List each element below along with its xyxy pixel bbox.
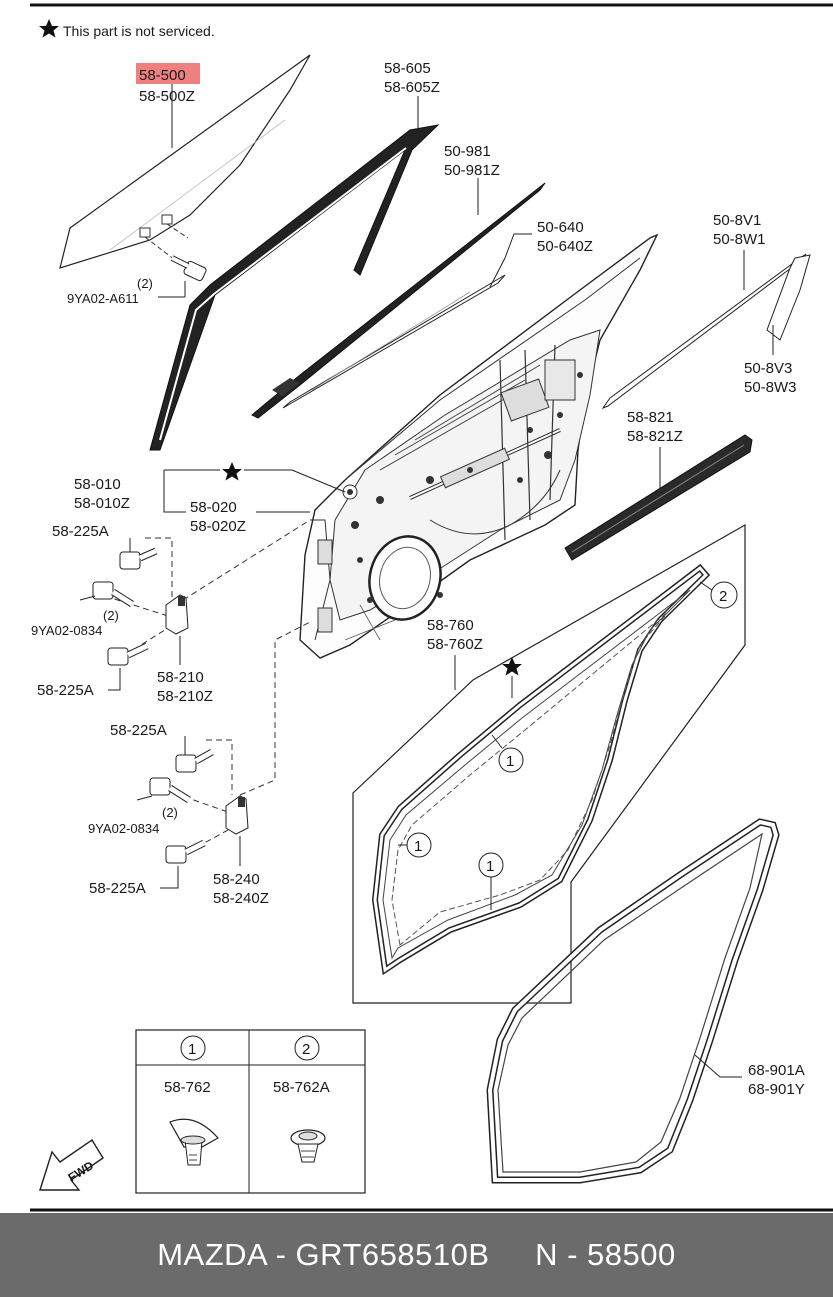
part-label-door-inner-alt[interactable]: 58-020Z (190, 518, 246, 535)
hinge-bolt[interactable] (107, 642, 149, 666)
outer-belt-weatherstrip[interactable] (251, 182, 546, 419)
part-label-molding[interactable]: 50-640 (537, 219, 584, 236)
qty-label: (2) (137, 276, 153, 291)
door-shell[interactable] (299, 233, 659, 659)
callout-circle (478, 852, 504, 878)
part-label-upper-bolt-top[interactable]: 58-225A (52, 523, 109, 540)
hinge-bolt[interactable] (175, 748, 214, 773)
part-label-garnish-upper[interactable]: 50-8V1 (713, 212, 761, 229)
part-label-garnish-lower-alt[interactable]: 50-8W3 (744, 379, 797, 396)
star-icon (222, 462, 242, 481)
footer-part-number: MAZDA - GRT658510B N - 58500 (157, 1237, 676, 1272)
hinge-dash (239, 621, 311, 796)
leader-dash (144, 236, 176, 261)
part-label-garnish-lower[interactable]: 50-8V3 (744, 360, 792, 377)
hinge-dash (206, 739, 233, 795)
glass-bracket (161, 214, 173, 225)
callout-number: 1 (506, 753, 514, 770)
part-label-upper-bolt-mid[interactable]: 9YA02-0834 (31, 623, 102, 638)
hinge-dash (182, 519, 311, 601)
clip-legend-table (135, 1029, 366, 1194)
part-label-molding-alt[interactable]: 50-640Z (537, 238, 593, 255)
part-label-outer-weather[interactable]: 50-981 (444, 143, 491, 160)
legend-part-clip[interactable]: 58-762 (164, 1079, 211, 1096)
forward-arrow-icon (39, 1139, 104, 1191)
part-label-lower-hinge-alt[interactable]: 58-240Z (213, 890, 269, 907)
part-label-lower-hinge[interactable]: 58-240 (213, 871, 260, 888)
callout-number: 1 (486, 858, 494, 875)
hinge-bolt[interactable] (92, 581, 134, 607)
hinge-dash (145, 537, 173, 598)
part-label-door-outer[interactable]: 58-010 (74, 476, 121, 493)
clip-icon (169, 1118, 219, 1166)
clip-icon (290, 1129, 326, 1163)
legend-part-clip-a[interactable]: 58-762A (273, 1079, 330, 1096)
legend-key: 1 (188, 1041, 196, 1058)
callout-number: 1 (414, 838, 422, 855)
part-label-door-outer-alt[interactable]: 58-010Z (74, 495, 130, 512)
hinge-bolt[interactable] (149, 777, 191, 803)
leader-line (489, 233, 532, 288)
qty-label: (2) (162, 805, 178, 820)
part-label-weatherstrip-alt[interactable]: 58-760Z (427, 636, 483, 653)
callout-circle (406, 832, 432, 858)
not-serviced-note: This part is not serviced. (63, 23, 215, 39)
hinge-dash (187, 829, 229, 853)
part-label-channel-alt[interactable]: 58-605Z (384, 79, 440, 96)
glass-bracket (139, 227, 151, 238)
callout-circle (710, 581, 738, 609)
hinge-bolt[interactable] (119, 547, 158, 570)
part-label-weatherstrip[interactable]: 58-760 (427, 617, 474, 634)
highlight-box (136, 63, 200, 84)
door-weatherstrip[interactable] (371, 563, 711, 976)
hinge-dash (104, 595, 169, 617)
upper-garnish[interactable] (601, 253, 807, 410)
leader-line (291, 469, 346, 493)
hinge-dash (124, 627, 169, 656)
part-label-channel[interactable]: 58-605 (384, 60, 431, 77)
footer-bar: MAZDA - GRT658510B N - 58500 (0, 1213, 833, 1297)
legend-key-circle (180, 1035, 206, 1061)
qty-label: (2) (103, 608, 119, 623)
part-label-upper-hinge[interactable]: 58-210 (157, 669, 204, 686)
part-label-glass-alt[interactable]: 58-500Z (139, 88, 195, 105)
legend-key-circle (294, 1035, 320, 1061)
part-label-garnish-upper-alt[interactable]: 50-8W1 (713, 231, 766, 248)
leader-line (694, 1054, 742, 1078)
legend-key: 2 (302, 1041, 310, 1058)
callout-circle (498, 747, 524, 773)
leader-dash (166, 223, 189, 239)
door-opening-seal[interactable] (486, 818, 780, 1184)
leader-line (163, 470, 186, 513)
part-label-lower-bolt-top[interactable]: 58-225A (110, 722, 167, 739)
part-label-lower-bolt-bot[interactable]: 58-225A (89, 880, 146, 897)
glass-reflection (109, 119, 286, 251)
part-label-lower-molding-alt[interactable]: 58-821Z (627, 428, 683, 445)
part-label-upper-hinge-alt[interactable]: 58-210Z (157, 688, 213, 705)
part-label-outer-weather-alt[interactable]: 50-981Z (444, 162, 500, 179)
callout-number: 2 (719, 588, 727, 605)
belt-molding[interactable] (282, 274, 506, 409)
glass-bolt[interactable] (170, 255, 207, 282)
part-label-lower-bolt-mid[interactable]: 9YA02-0834 (88, 821, 159, 836)
weatherstrip-frame (352, 523, 746, 1004)
door-glass[interactable] (59, 54, 311, 269)
part-label-opening-seal[interactable]: 68-901A (748, 1062, 805, 1079)
part-label-glass-bolt[interactable]: 9YA02-A611 (67, 291, 139, 306)
star-icon (39, 19, 59, 38)
part-label-door-inner[interactable]: 58-020 (190, 499, 237, 516)
door-parts-diagram: This part is not serviced. 58-500 58-500… (30, 3, 833, 1212)
lower-door-molding[interactable] (564, 434, 753, 561)
part-label-glass[interactable]: 58-500 (139, 67, 186, 84)
part-label-lower-molding[interactable]: 58-821 (627, 409, 674, 426)
lower-garnish[interactable] (766, 254, 811, 341)
part-label-upper-bolt-bot[interactable]: 58-225A (37, 682, 94, 699)
star-icon (502, 657, 522, 676)
hinge-bolt[interactable] (165, 839, 206, 864)
part-label-opening-seal-alt[interactable]: 68-901Y (748, 1081, 805, 1098)
glass-run-channel[interactable] (149, 124, 440, 451)
